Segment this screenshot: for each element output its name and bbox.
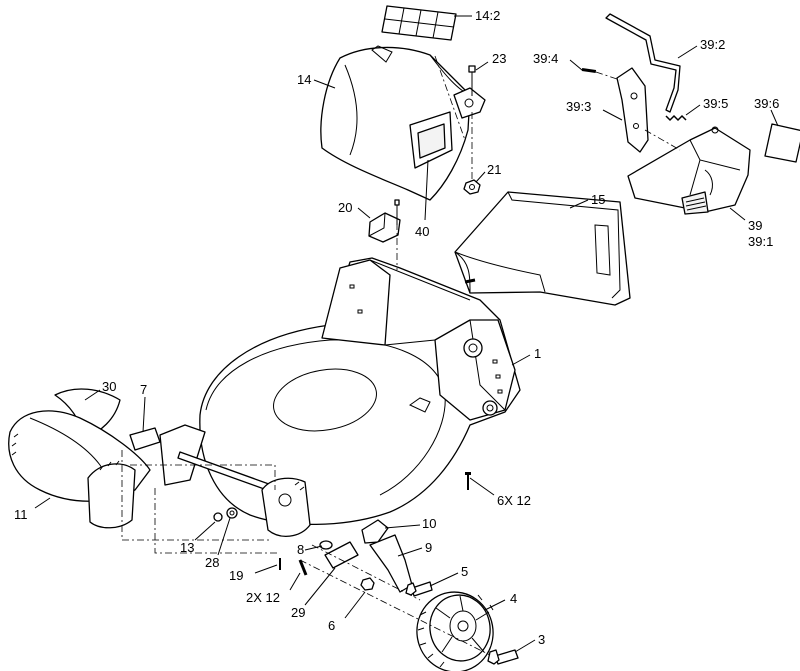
callout-11: 11 [14, 507, 28, 522]
callout-10: 10 [422, 516, 436, 531]
part-wheel-pivot-right [261, 477, 311, 537]
part-14-2-decal [381, 5, 457, 41]
callout-29: 29 [291, 605, 305, 620]
part-1-mower-deck [199, 257, 521, 526]
part-4-wheel [416, 591, 494, 671]
part-29-plate [324, 541, 359, 569]
part-39-bag-housing [627, 126, 751, 215]
part-14-rear-cover [320, 45, 471, 201]
callout-1: 1 [534, 346, 541, 361]
callout-6x12: 6X 12 [497, 493, 531, 508]
part-9-wheel-arm [369, 534, 413, 593]
callout-28: 28 [205, 555, 219, 570]
callout-15: 15 [591, 192, 605, 207]
callout-20: 20 [338, 200, 352, 215]
callout-6: 6 [328, 618, 335, 633]
callout-23: 23 [492, 51, 506, 66]
callout-21: 21 [487, 162, 501, 177]
part-21-nut [463, 179, 481, 195]
callout-3: 3 [538, 632, 545, 647]
callout-14-2: 14:2 [475, 8, 500, 23]
part-10-pad [361, 519, 389, 544]
callout-13: 13 [180, 540, 194, 555]
callout-8: 8 [297, 542, 304, 557]
callout-7: 7 [140, 382, 147, 397]
callout-19: 19 [229, 568, 243, 583]
part-39-6-decal [764, 123, 800, 163]
callout-30: 30 [102, 379, 116, 394]
callout-labels: 14:2 14 23 21 40 20 15 39:2 39:4 39:3 39… [14, 8, 779, 647]
part-39-3-bracket [616, 67, 649, 153]
part-8-washer [319, 540, 333, 550]
part-15-grass-chute [454, 191, 631, 306]
part-3-bolt [487, 649, 519, 665]
part-39-5-spring [665, 114, 687, 122]
callout-39-3: 39:3 [566, 99, 591, 114]
part-30-cover [54, 388, 121, 439]
assembly-lines [121, 55, 681, 656]
part-20-bumper [368, 199, 401, 243]
part-39-4-pin [581, 68, 597, 73]
part-39-2-rod [605, 13, 681, 113]
part-23-screw [453, 65, 486, 119]
callout-39-1: 39:1 [748, 234, 773, 249]
callout-2x12: 2X 12 [246, 590, 280, 605]
callout-39-4: 39:4 [533, 51, 558, 66]
callout-39-6: 39:6 [754, 96, 779, 111]
part-6x12-screw [465, 472, 471, 490]
part-5-bolt [405, 581, 433, 597]
callout-40: 40 [415, 224, 429, 239]
callout-9: 9 [425, 540, 432, 555]
callout-39-5: 39:5 [703, 96, 728, 111]
part-28-washer [226, 507, 238, 519]
leader-lines [34, 15, 779, 653]
callout-5: 5 [461, 564, 468, 579]
callout-4: 4 [510, 591, 517, 606]
callout-39-2: 39:2 [700, 37, 725, 52]
callout-14: 14 [297, 72, 311, 87]
part-2x12-screw [298, 559, 308, 576]
part-13-nut [213, 512, 223, 522]
part-6-nut [360, 577, 375, 591]
callout-39: 39 [748, 218, 762, 233]
part-7-plate [129, 427, 161, 451]
